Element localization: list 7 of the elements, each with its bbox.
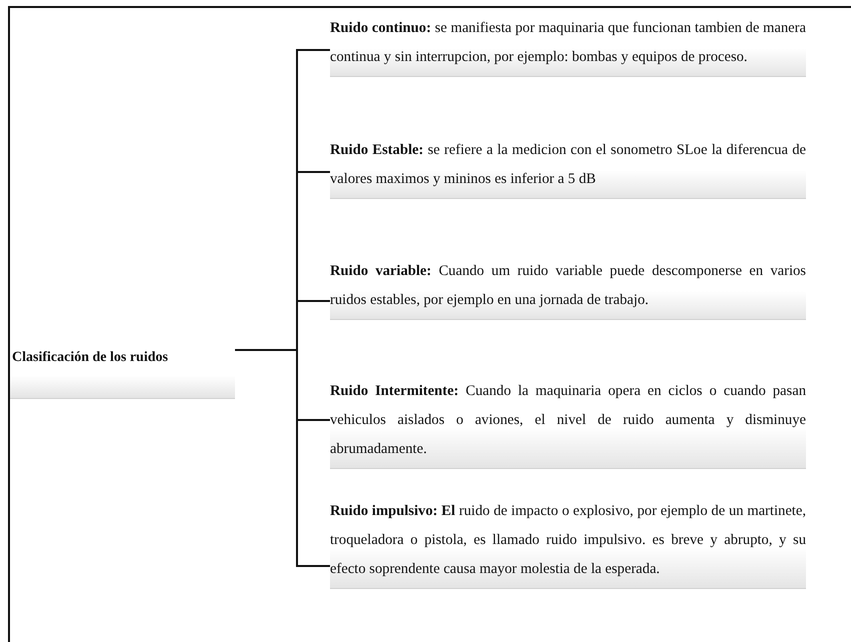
description-text: Ruido continuo: se manifiesta por maquinaria que funcionan tambien de manera continua y sin interrupcion, por ejemplo: bombas y equipos de proceso. (330, 20, 806, 65)
description-text: Ruido Estable: se refiere a la medicion con el sonometro SLoe la diferencua de valores maximos y mininos es inferior a 5 dB (330, 142, 806, 187)
description-text: Ruido variable: Cuando um ruido variable puede descomponerse en varios ruidos estables, por ejemplo en una jornada de trabajo. (330, 263, 806, 308)
description-text: Ruido impulsivo: El ruido de impacto o explosivo, por ejemplo de un martinete, troqueladora o pistola, es llamado ruido impulsivo. es breve y abrupto, y su efecto soprendente causa mayor molestia de la esperada. (330, 503, 806, 577)
connector-line (235, 349, 330, 567)
description-text: Ruido Intermitente: Cuando la maquinaria opera en ciclos o cuando pasan vehiculos aislados o aviones, el nivel de ruido aumenta y disminuye abrumadamente. (330, 383, 806, 457)
category-title: Clasificación de los ruidos (12, 350, 168, 365)
